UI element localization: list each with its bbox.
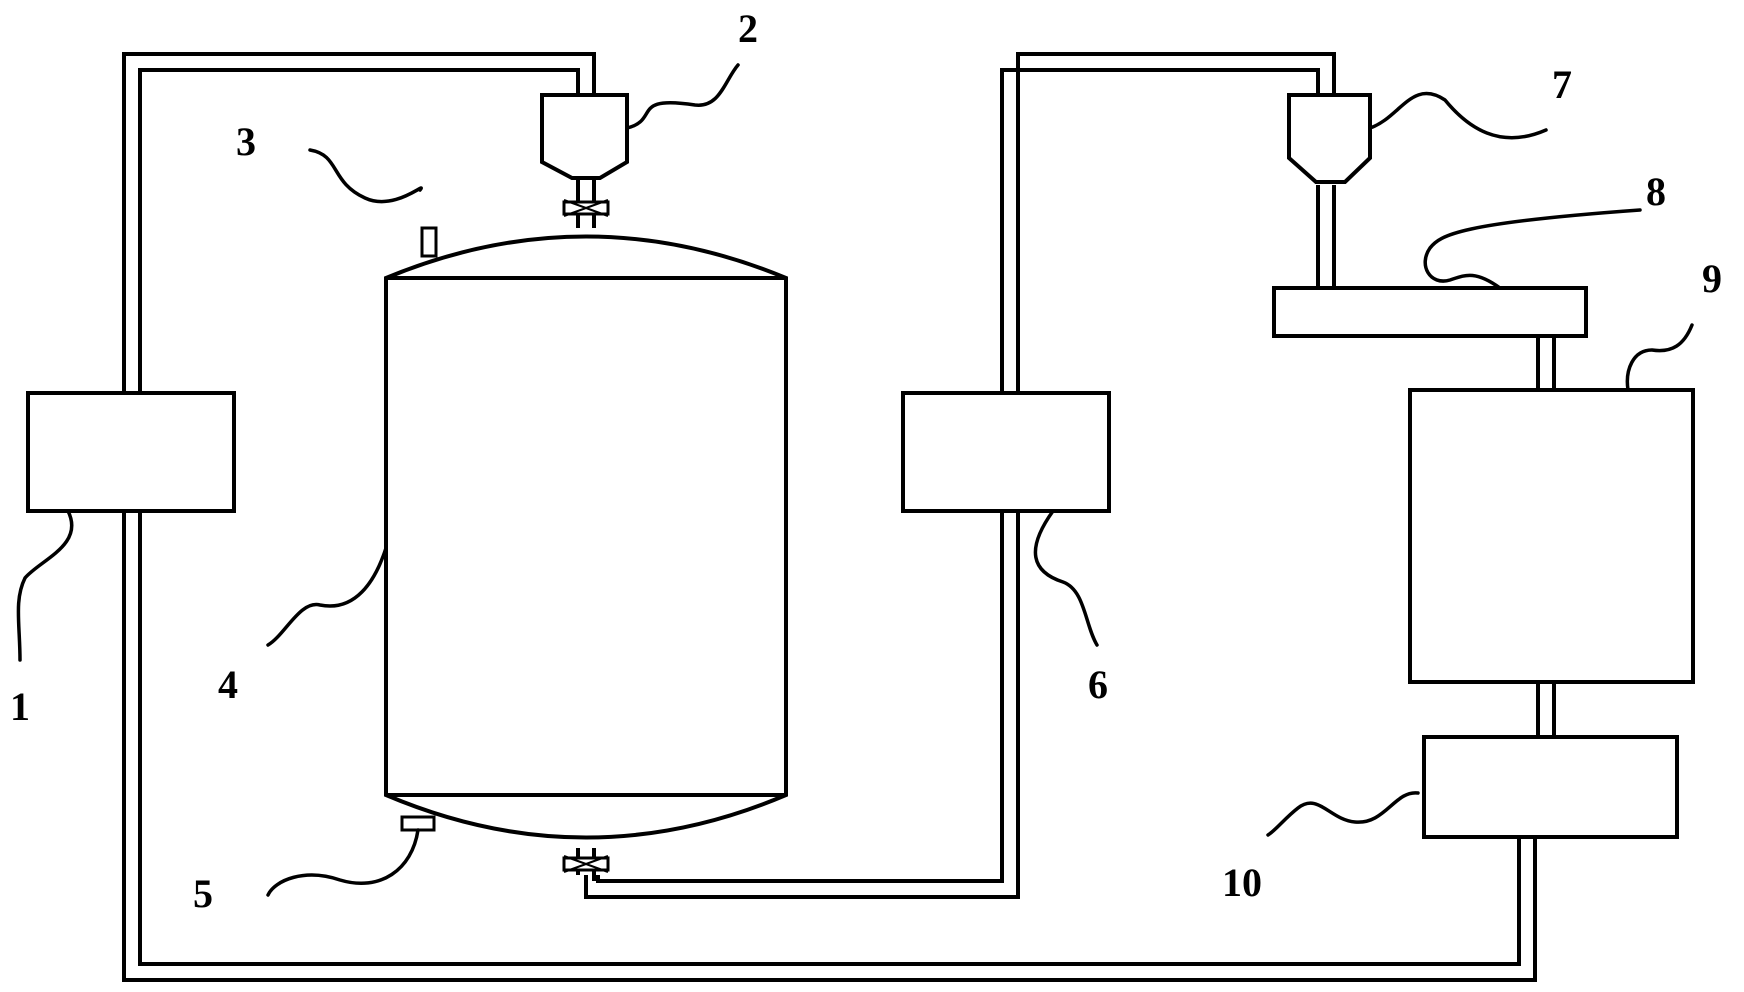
label-3: 3: [236, 119, 256, 164]
tank-4: [384, 234, 788, 840]
label-9: 9: [1702, 256, 1722, 301]
pipe-9-to-10: [1536, 684, 1556, 737]
leader-line-1: [16, 509, 74, 662]
unit-10-box: [1422, 735, 1679, 839]
leader-line-3: [308, 148, 423, 204]
port-5: [400, 815, 436, 832]
hopper-7: [1287, 93, 1372, 184]
label-2: 2: [738, 6, 758, 51]
hopper-2: [540, 93, 629, 180]
label-5: 5: [193, 871, 213, 916]
label-7: 7: [1552, 62, 1572, 107]
label-4: 4: [218, 662, 238, 707]
leader-line-2: [625, 63, 740, 130]
label-8: 8: [1646, 169, 1666, 214]
unit-8-plate: [1272, 286, 1588, 338]
port-3: [420, 226, 438, 258]
leader-line-10: [1266, 791, 1420, 837]
leader-line-4: [266, 546, 388, 647]
pipe-8-to-9: [1536, 337, 1556, 390]
bottom-valve-icon: [562, 855, 610, 873]
unit-6-box: [901, 391, 1111, 513]
left-loop-pipe: [122, 52, 1537, 982]
leader-line-9: [1625, 323, 1694, 392]
leader-line-5: [266, 828, 420, 897]
label-1: 1: [10, 684, 30, 729]
leader-line-7: [1368, 91, 1548, 140]
leader-line-8: [1423, 208, 1642, 290]
unit-9-box: [1408, 388, 1695, 684]
label-10: 10: [1222, 860, 1262, 905]
unit-1-box: [26, 391, 236, 513]
pipe-7-to-8: [1316, 185, 1336, 287]
leader-line-6: [1033, 509, 1099, 647]
top-valve-icon: [562, 199, 610, 217]
label-6: 6: [1088, 662, 1108, 707]
